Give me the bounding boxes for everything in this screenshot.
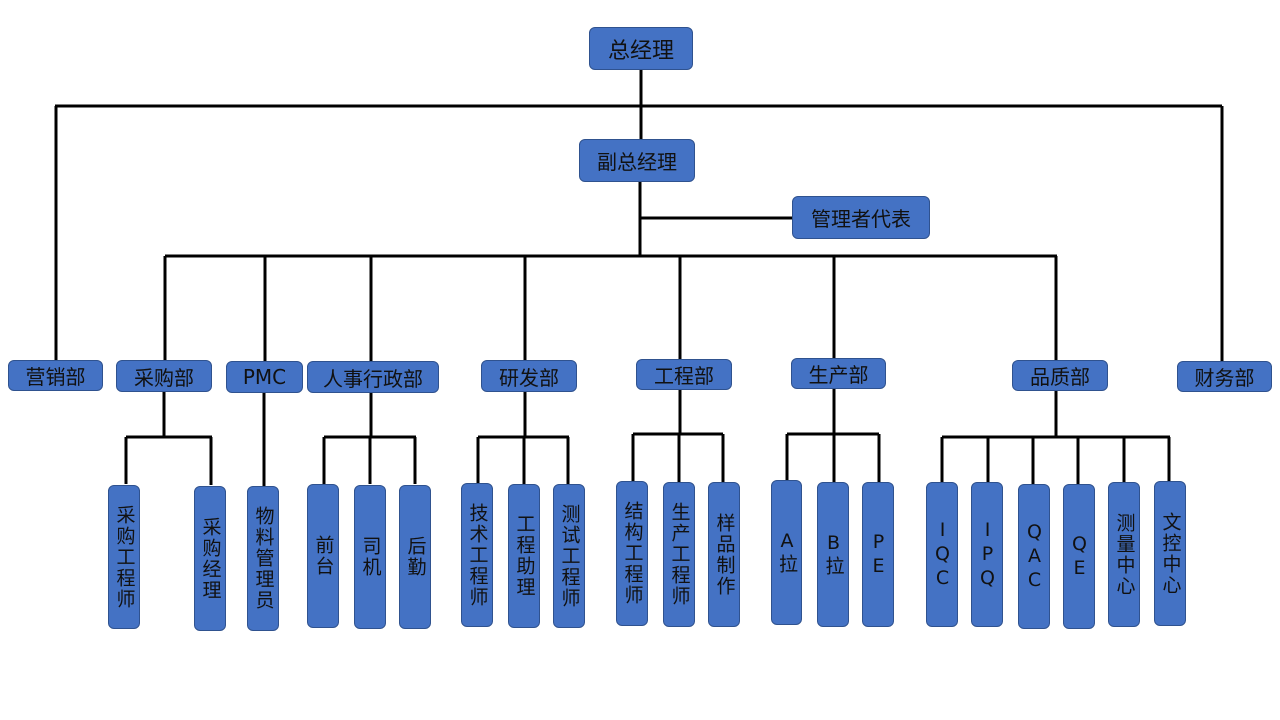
role-box[interactable]: PE (862, 482, 894, 627)
role-label: 测量中心 (1113, 512, 1136, 597)
role-box[interactable]: 采购工程师 (108, 485, 140, 629)
deputy-box[interactable]: 副总经理 (579, 139, 695, 182)
dept-pmc[interactable]: PMC (226, 361, 303, 393)
role-label: PE (867, 530, 890, 579)
dept-purchasing[interactable]: 采购部 (116, 360, 212, 392)
dept-label: 研发部 (499, 365, 559, 390)
role-label: IQC (931, 518, 954, 591)
role-box[interactable]: 文控中心 (1154, 481, 1186, 626)
role-label: 文控中心 (1159, 511, 1182, 596)
role-box[interactable]: 样品制作 (708, 482, 740, 627)
dept-label: 品质部 (1030, 365, 1090, 389)
role-box[interactable]: 生产工程师 (663, 482, 695, 627)
dept-label: PMC (242, 365, 287, 389)
role-box[interactable]: 测试工程师 (553, 484, 585, 628)
dept-quality[interactable]: 品质部 (1012, 360, 1108, 391)
role-label: 后勤 (404, 536, 427, 578)
role-label: QE (1068, 532, 1091, 581)
role-label: 物料管理员 (252, 506, 275, 611)
dept-marketing[interactable]: 营销部 (8, 360, 103, 391)
role-label: A拉 (776, 530, 798, 575)
mgmt-rep-label: 管理者代表 (811, 207, 911, 231)
dept-label: 人事行政部 (323, 366, 423, 391)
dept-finance[interactable]: 财务部 (1177, 361, 1272, 392)
role-label: 样品制作 (713, 512, 736, 597)
role-box[interactable]: 结构工程师 (616, 481, 648, 626)
role-box[interactable]: IQC (926, 482, 958, 627)
role-label: 生产工程师 (668, 502, 691, 607)
dept-label: 营销部 (25, 365, 86, 389)
role-label: 测试工程师 (558, 503, 581, 609)
role-box[interactable]: A拉 (771, 480, 802, 625)
role-label: B拉 (822, 532, 845, 577)
dept-rnd[interactable]: 研发部 (481, 360, 577, 392)
mgmt-rep-box[interactable]: 管理者代表 (792, 196, 930, 239)
role-box[interactable]: 后勤 (399, 485, 431, 629)
role-label: 采购工程师 (113, 504, 136, 610)
role-label: IPQ (976, 518, 999, 591)
role-label: 技术工程师 (466, 502, 489, 608)
ceo-label: 总经理 (607, 38, 674, 64)
role-label: 前台 (312, 535, 335, 577)
ceo-box[interactable]: 总经理 (589, 27, 693, 70)
deputy-label: 副总经理 (597, 150, 677, 174)
role-box[interactable]: 物料管理员 (247, 486, 279, 631)
dept-production[interactable]: 生产部 (791, 358, 886, 389)
dept-label: 采购部 (134, 365, 194, 390)
role-label: 结构工程师 (621, 501, 644, 606)
dept-label: 生产部 (808, 363, 869, 387)
role-box[interactable]: 前台 (307, 484, 339, 628)
role-box[interactable]: QE (1063, 484, 1095, 629)
role-box[interactable]: 采购经理 (194, 486, 226, 631)
role-box[interactable]: IPQ (971, 482, 1003, 627)
dept-engineering[interactable]: 工程部 (636, 359, 732, 390)
dept-label: 工程部 (654, 364, 714, 388)
role-box[interactable]: 测量中心 (1108, 482, 1140, 627)
role-box[interactable]: QAC (1018, 484, 1050, 629)
dept-hr-admin[interactable]: 人事行政部 (307, 361, 439, 393)
role-label: QAC (1023, 520, 1046, 593)
role-box[interactable]: 司机 (354, 485, 386, 629)
role-label: 采购经理 (199, 516, 222, 601)
role-box[interactable]: 工程助理 (508, 484, 540, 628)
role-label: 司机 (359, 536, 382, 578)
role-label: 工程助理 (513, 514, 536, 598)
role-box[interactable]: 技术工程师 (461, 483, 493, 627)
role-box[interactable]: B拉 (817, 482, 849, 627)
dept-label: 财务部 (1194, 366, 1255, 390)
